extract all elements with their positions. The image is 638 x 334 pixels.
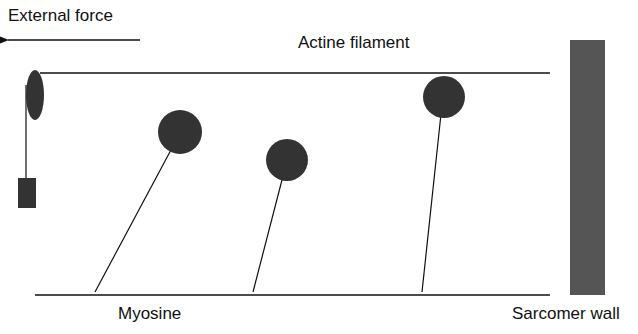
myosin-head — [266, 139, 308, 181]
filament-label: Actine filament — [298, 33, 410, 53]
myosin-neck — [253, 176, 283, 292]
sarcomere-wall — [570, 40, 605, 295]
force-label: External force — [8, 6, 113, 26]
weight — [18, 178, 36, 208]
myosin-head — [423, 76, 465, 118]
force-arrow — [8, 39, 140, 41]
actin-filament — [40, 72, 550, 73]
pulley — [26, 70, 44, 120]
myosin-filament — [35, 294, 550, 295]
myosin-neck — [422, 114, 441, 292]
myosin-head — [158, 110, 202, 154]
wall-label: Sarcomer wall — [512, 304, 620, 324]
myosin-neck — [95, 148, 172, 292]
myosin-label: Myosine — [118, 304, 181, 324]
